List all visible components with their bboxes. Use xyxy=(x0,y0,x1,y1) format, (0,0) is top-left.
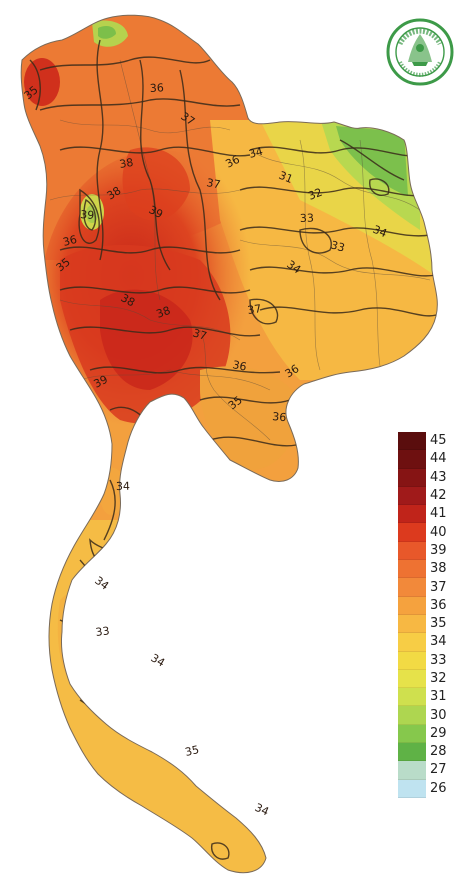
isotherm-label: 36 xyxy=(272,410,287,424)
legend-label: 44 xyxy=(430,451,447,467)
legend-row: 33 xyxy=(398,651,447,670)
legend-swatch xyxy=(398,486,426,506)
legend-row: 43 xyxy=(398,468,447,487)
tmd-logo xyxy=(386,18,454,86)
isotherm-label: 39 xyxy=(80,208,95,222)
isotherm-label: 38 xyxy=(119,291,138,309)
legend-label: 29 xyxy=(430,725,447,741)
isotherm-label: 37 xyxy=(205,176,221,191)
legend-row: 39 xyxy=(398,541,447,561)
legend-label: 35 xyxy=(430,616,447,632)
legend-swatch xyxy=(398,596,426,615)
legend-label: 39 xyxy=(430,542,447,558)
legend-label: 33 xyxy=(430,652,447,668)
legend-swatch xyxy=(398,633,426,652)
isotherm-label: 34 xyxy=(92,574,111,593)
legend-swatch xyxy=(398,614,426,634)
isotherm-label: 37 xyxy=(191,326,208,343)
legend-swatch xyxy=(398,688,426,707)
legend-row: 44 xyxy=(398,450,447,469)
legend-row: 38 xyxy=(398,560,447,579)
isotherm-label: 34 xyxy=(116,480,130,493)
legend-label: 41 xyxy=(430,506,447,522)
legend-label: 26 xyxy=(430,780,447,796)
legend-label: 42 xyxy=(430,488,447,504)
isotherm-label: 35 xyxy=(184,743,201,759)
legend-row: 31 xyxy=(398,688,447,707)
legend-row: 30 xyxy=(398,706,447,725)
legend-row: 41 xyxy=(398,505,447,524)
isotherm-label: 39 xyxy=(147,203,165,221)
legend-label: 31 xyxy=(430,689,447,705)
isotherm-label: 36 xyxy=(231,358,247,373)
isotherm-label: 39 xyxy=(92,373,110,391)
legend-swatch xyxy=(398,450,426,469)
legend-swatch xyxy=(398,761,426,780)
legend-swatch xyxy=(398,523,426,542)
legend-label: 32 xyxy=(430,671,447,686)
isotherm-label: 33 xyxy=(329,238,346,254)
isotherm-label: 37 xyxy=(247,302,263,317)
legend-label: 40 xyxy=(430,524,447,540)
legend-row: 37 xyxy=(398,578,447,597)
legend-row: 32 xyxy=(398,669,447,689)
country-outline xyxy=(20,14,438,874)
legend-label: 30 xyxy=(430,707,447,723)
isotherm-label: 33 xyxy=(95,624,110,639)
legend-swatch xyxy=(398,779,426,798)
legend-row: 35 xyxy=(398,614,447,634)
legend-row: 28 xyxy=(398,743,447,762)
isotherm-label: 37 xyxy=(178,110,197,129)
isotherm-label: 34 xyxy=(149,651,168,669)
legend-swatch xyxy=(398,541,426,561)
isotherm-label: 34 xyxy=(371,223,389,240)
legend-swatch xyxy=(398,706,426,725)
legend-label: 27 xyxy=(430,762,447,778)
legend-row: 27 xyxy=(398,761,447,780)
isotherm-label: 34 xyxy=(247,145,264,161)
legend-label: 37 xyxy=(430,579,447,595)
legend-label: 43 xyxy=(430,469,447,485)
legend-label: 34 xyxy=(430,634,447,650)
legend-row: 45 xyxy=(398,432,447,451)
legend-swatch xyxy=(398,651,426,670)
isotherm-label: 38 xyxy=(118,156,134,171)
legend-swatch xyxy=(398,724,426,744)
legend-swatch xyxy=(398,505,426,524)
legend-swatch xyxy=(398,468,426,487)
legend-swatch xyxy=(398,578,426,597)
legend-row: 40 xyxy=(398,523,447,542)
legend-row: 29 xyxy=(398,724,447,744)
isotherm-label: 38 xyxy=(105,184,124,203)
legend-label: 36 xyxy=(430,597,447,613)
isotherm-label: 38 xyxy=(155,304,173,321)
legend-label: 38 xyxy=(430,561,447,577)
isotherm-label: 33 xyxy=(300,212,314,225)
legend-swatch xyxy=(398,560,426,579)
legend-row: 42 xyxy=(398,486,447,506)
isotherm-label: 31 xyxy=(277,169,295,186)
legend-label: 28 xyxy=(430,744,447,760)
isotherm-label: 32 xyxy=(306,186,324,203)
legend-swatch xyxy=(398,432,426,451)
legend-label: 45 xyxy=(430,433,447,449)
isotherm-label: 34 xyxy=(253,801,271,819)
isotherm-label: 36 xyxy=(149,81,164,95)
isotherm-label: 36 xyxy=(223,153,241,171)
isotherm-label: 36 xyxy=(62,233,79,249)
legend-row: 34 xyxy=(398,633,447,652)
legend-swatch xyxy=(398,669,426,689)
temperature-legend: 45 44 43 42 41 40 39 38 37 36 35 34 33 32 31 30 29 28 27 26 xyxy=(398,432,447,798)
isotherm-label: 36 xyxy=(283,362,302,380)
legend-swatch xyxy=(398,743,426,762)
legend-row: 36 xyxy=(398,596,447,615)
legend-row: 26 xyxy=(398,779,447,798)
